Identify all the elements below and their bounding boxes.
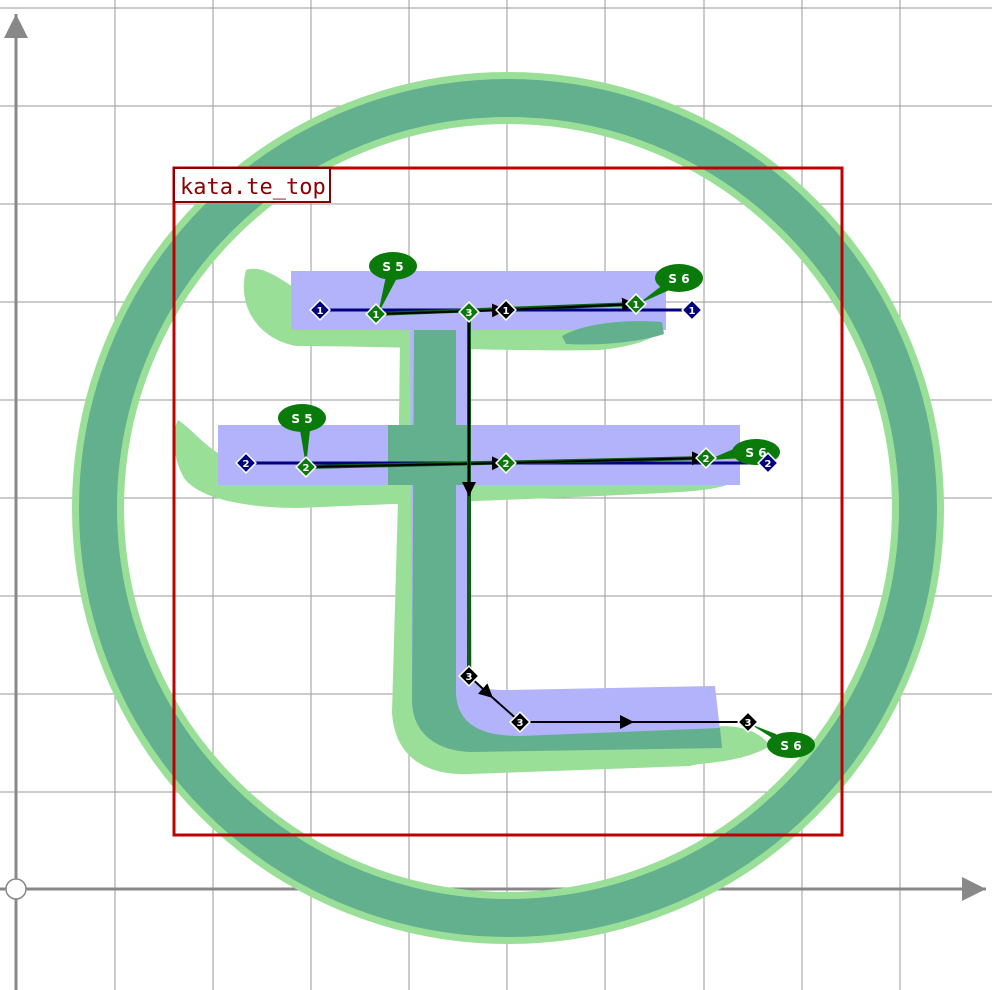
- stroke-3-paths: [462, 312, 748, 729]
- callout-s5-mid: S 5: [278, 404, 326, 466]
- point-stroke-3-curve[interactable]: 3: [509, 711, 531, 733]
- callouts: S 5 S 6 S 5 S 6 S 6: [278, 252, 815, 758]
- svg-text:2: 2: [703, 454, 710, 465]
- svg-text:2: 2: [765, 459, 772, 470]
- point-stroke-3-start[interactable]: 3: [458, 301, 480, 323]
- point-stroke-3-end[interactable]: 3: [737, 711, 759, 733]
- callout-s5-top: S 5: [369, 252, 417, 314]
- svg-text:2: 2: [303, 463, 310, 474]
- callout-s6-top: S 6: [638, 264, 703, 304]
- origin-point[interactable]: [5, 878, 27, 900]
- svg-text:1: 1: [317, 306, 324, 317]
- svg-text:1: 1: [373, 310, 380, 321]
- stroke-2-fill: [218, 425, 740, 485]
- glyph-name-label: kata.te_top: [180, 175, 326, 200]
- svg-text:3: 3: [517, 718, 524, 729]
- callout-s6-bot: S 6: [750, 724, 815, 758]
- stroke-3-fill: [410, 330, 722, 750]
- svg-text:S 6: S 6: [668, 272, 689, 286]
- svg-text:S 6: S 6: [780, 739, 801, 753]
- svg-text:1: 1: [503, 306, 510, 317]
- point-stroke-1-start[interactable]: 1: [309, 299, 331, 321]
- point-stroke-1-green-end[interactable]: 1: [625, 293, 647, 315]
- point-stroke-2-start[interactable]: 2: [235, 452, 257, 474]
- stroke-1-fill: [291, 271, 666, 330]
- point-stroke-1-mid[interactable]: 1: [495, 299, 517, 321]
- svg-text:2: 2: [243, 459, 250, 470]
- svg-text:3: 3: [466, 308, 473, 319]
- svg-text:S 6: S 6: [745, 446, 766, 460]
- svg-text:3: 3: [466, 672, 473, 683]
- svg-text:1: 1: [633, 300, 640, 311]
- point-stroke-3-corner[interactable]: 3: [458, 665, 480, 687]
- svg-text:S 5: S 5: [382, 260, 403, 274]
- svg-text:3: 3: [745, 718, 752, 729]
- point-stroke-1-end[interactable]: 1: [681, 299, 703, 321]
- svg-text:1: 1: [689, 306, 696, 317]
- glyph-bounding-box: kata.te_top: [172, 166, 844, 837]
- enclosing-ring: [72, 72, 944, 944]
- point-stroke-1-green-start[interactable]: 1: [365, 303, 387, 325]
- axes: [0, 13, 986, 990]
- svg-text:2: 2: [503, 459, 510, 470]
- point-stroke-2-mid[interactable]: 2: [495, 452, 517, 474]
- point-stroke-2-green-start[interactable]: 2: [295, 456, 317, 478]
- point-stroke-2-green-end[interactable]: 2: [695, 447, 717, 469]
- glyph-overlap: [388, 321, 722, 752]
- control-points[interactable]: 1 1 1 1 1 2 2 2: [235, 293, 779, 733]
- svg-text:S 5: S 5: [291, 412, 312, 426]
- point-stroke-2-end[interactable]: 2: [757, 452, 779, 474]
